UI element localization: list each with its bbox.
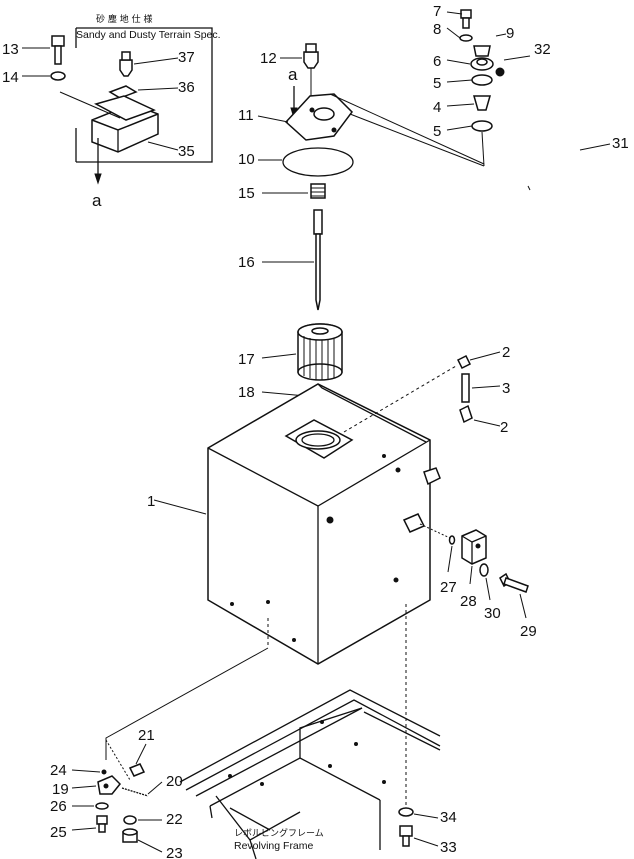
- callout-4: 4: [433, 99, 441, 116]
- callout-2-upper: 2: [502, 344, 510, 361]
- part-31-hose: [505, 70, 578, 230]
- part-21-plug: [128, 763, 146, 777]
- callout-13: 13: [2, 41, 19, 58]
- spec-box-frame: [76, 27, 213, 163]
- part-36-gasket: [108, 85, 138, 99]
- part-5-gasket-lower: [471, 120, 493, 132]
- part-26-washer: [95, 802, 109, 810]
- part-7-bolt: [460, 9, 472, 29]
- callout-18: 18: [238, 384, 255, 401]
- callout-35: 35: [178, 143, 195, 160]
- callout-5-upper: 5: [433, 75, 441, 92]
- part-17-filter-element: [297, 323, 343, 381]
- part-1-hydraulic-tank: [207, 383, 441, 665]
- part-23-nut: [122, 828, 138, 843]
- callout-20: 20: [166, 773, 183, 790]
- callout-8: 8: [433, 21, 441, 38]
- callout-25: 25: [50, 824, 67, 841]
- callout-labels: 1 2 2 3 4 5 5 6 7 8 9 10 11 12 13 14 15 …: [2, 3, 629, 859]
- part-16-rod: [313, 209, 323, 311]
- callout-22: 22: [166, 811, 183, 828]
- part-2-fitting-upper: [456, 354, 472, 370]
- callout-30: 30: [484, 605, 501, 622]
- callout-17: 17: [238, 351, 255, 368]
- callout-36: 36: [178, 79, 195, 96]
- part-13-bolt: [51, 35, 65, 65]
- ref-letter-a-box: a: [92, 191, 102, 210]
- part-34-washer: [398, 807, 414, 817]
- callout-19: 19: [52, 781, 69, 798]
- revolving-frame: [179, 689, 441, 859]
- part-28-block: [461, 529, 487, 565]
- callout-5-lower: 5: [433, 123, 441, 140]
- callout-10: 10: [238, 151, 255, 168]
- callout-15: 15: [238, 185, 255, 202]
- spec-title-en: Sandy and Dusty Terrain Spec.: [76, 29, 221, 41]
- part-5-gasket-upper: [471, 74, 493, 86]
- part-30-washer: [479, 563, 489, 577]
- part-22-washer: [123, 815, 137, 825]
- callout-23: 23: [166, 845, 183, 859]
- callout-3: 3: [502, 380, 510, 397]
- frame-caption-jp: レボルビングフレーム: [234, 827, 324, 839]
- callout-9: 9: [506, 25, 514, 42]
- part-24-plug: [101, 769, 107, 775]
- part-19-elbow: [97, 775, 122, 795]
- callout-14: 14: [2, 69, 19, 86]
- callout-16: 16: [238, 254, 255, 271]
- part-9-cap: [473, 45, 491, 57]
- part-12-breather: [303, 43, 319, 69]
- part-32-clamp: [495, 67, 505, 77]
- part-29-bolt: [499, 572, 529, 593]
- spec-title-jp: 砂 塵 地 仕 様: [96, 13, 152, 25]
- callout-7: 7: [433, 3, 441, 20]
- callout-37: 37: [178, 49, 195, 66]
- part-14-washer: [50, 71, 66, 81]
- part-27-o-ring: [448, 535, 456, 545]
- callout-12: 12: [260, 50, 277, 67]
- callout-2-lower: 2: [500, 419, 508, 436]
- part-25-bolt: [96, 815, 108, 833]
- part-15-spring: [310, 183, 326, 199]
- callout-27: 27: [440, 579, 457, 596]
- part-3-pipe: [461, 373, 470, 403]
- callout-34: 34: [440, 809, 457, 826]
- part-2-fitting-lower: [459, 404, 473, 424]
- part-6-fitting: [470, 57, 494, 71]
- sandy-dusty-spec-box: 砂 塵 地 仕 様 Sandy and Dusty Terrain Spec. …: [59, 13, 221, 210]
- callout-31: 31: [612, 135, 629, 152]
- part-10-o-ring: [282, 147, 354, 177]
- callout-6: 6: [433, 53, 441, 70]
- part-11-cover-plate: [284, 93, 353, 141]
- part-8-washer: [459, 34, 473, 42]
- callout-26: 26: [50, 798, 67, 815]
- part-37-breather: [119, 51, 133, 77]
- part-35-cover-box: [91, 95, 159, 153]
- callout-32: 32: [534, 41, 551, 58]
- callout-29: 29: [520, 623, 537, 640]
- part-4-adapter: [473, 95, 491, 111]
- part-33-bolt: [399, 825, 413, 847]
- callout-21: 21: [138, 727, 155, 744]
- callout-33: 33: [440, 839, 457, 856]
- frame-caption-en: Revolving Frame: [234, 840, 314, 852]
- callout-28: 28: [460, 593, 477, 610]
- part-20-pipe: [121, 787, 149, 797]
- callout-24: 24: [50, 762, 67, 779]
- callout-11: 11: [238, 107, 254, 124]
- callout-1: 1: [147, 493, 155, 510]
- ref-letter-a-top: a: [288, 65, 298, 84]
